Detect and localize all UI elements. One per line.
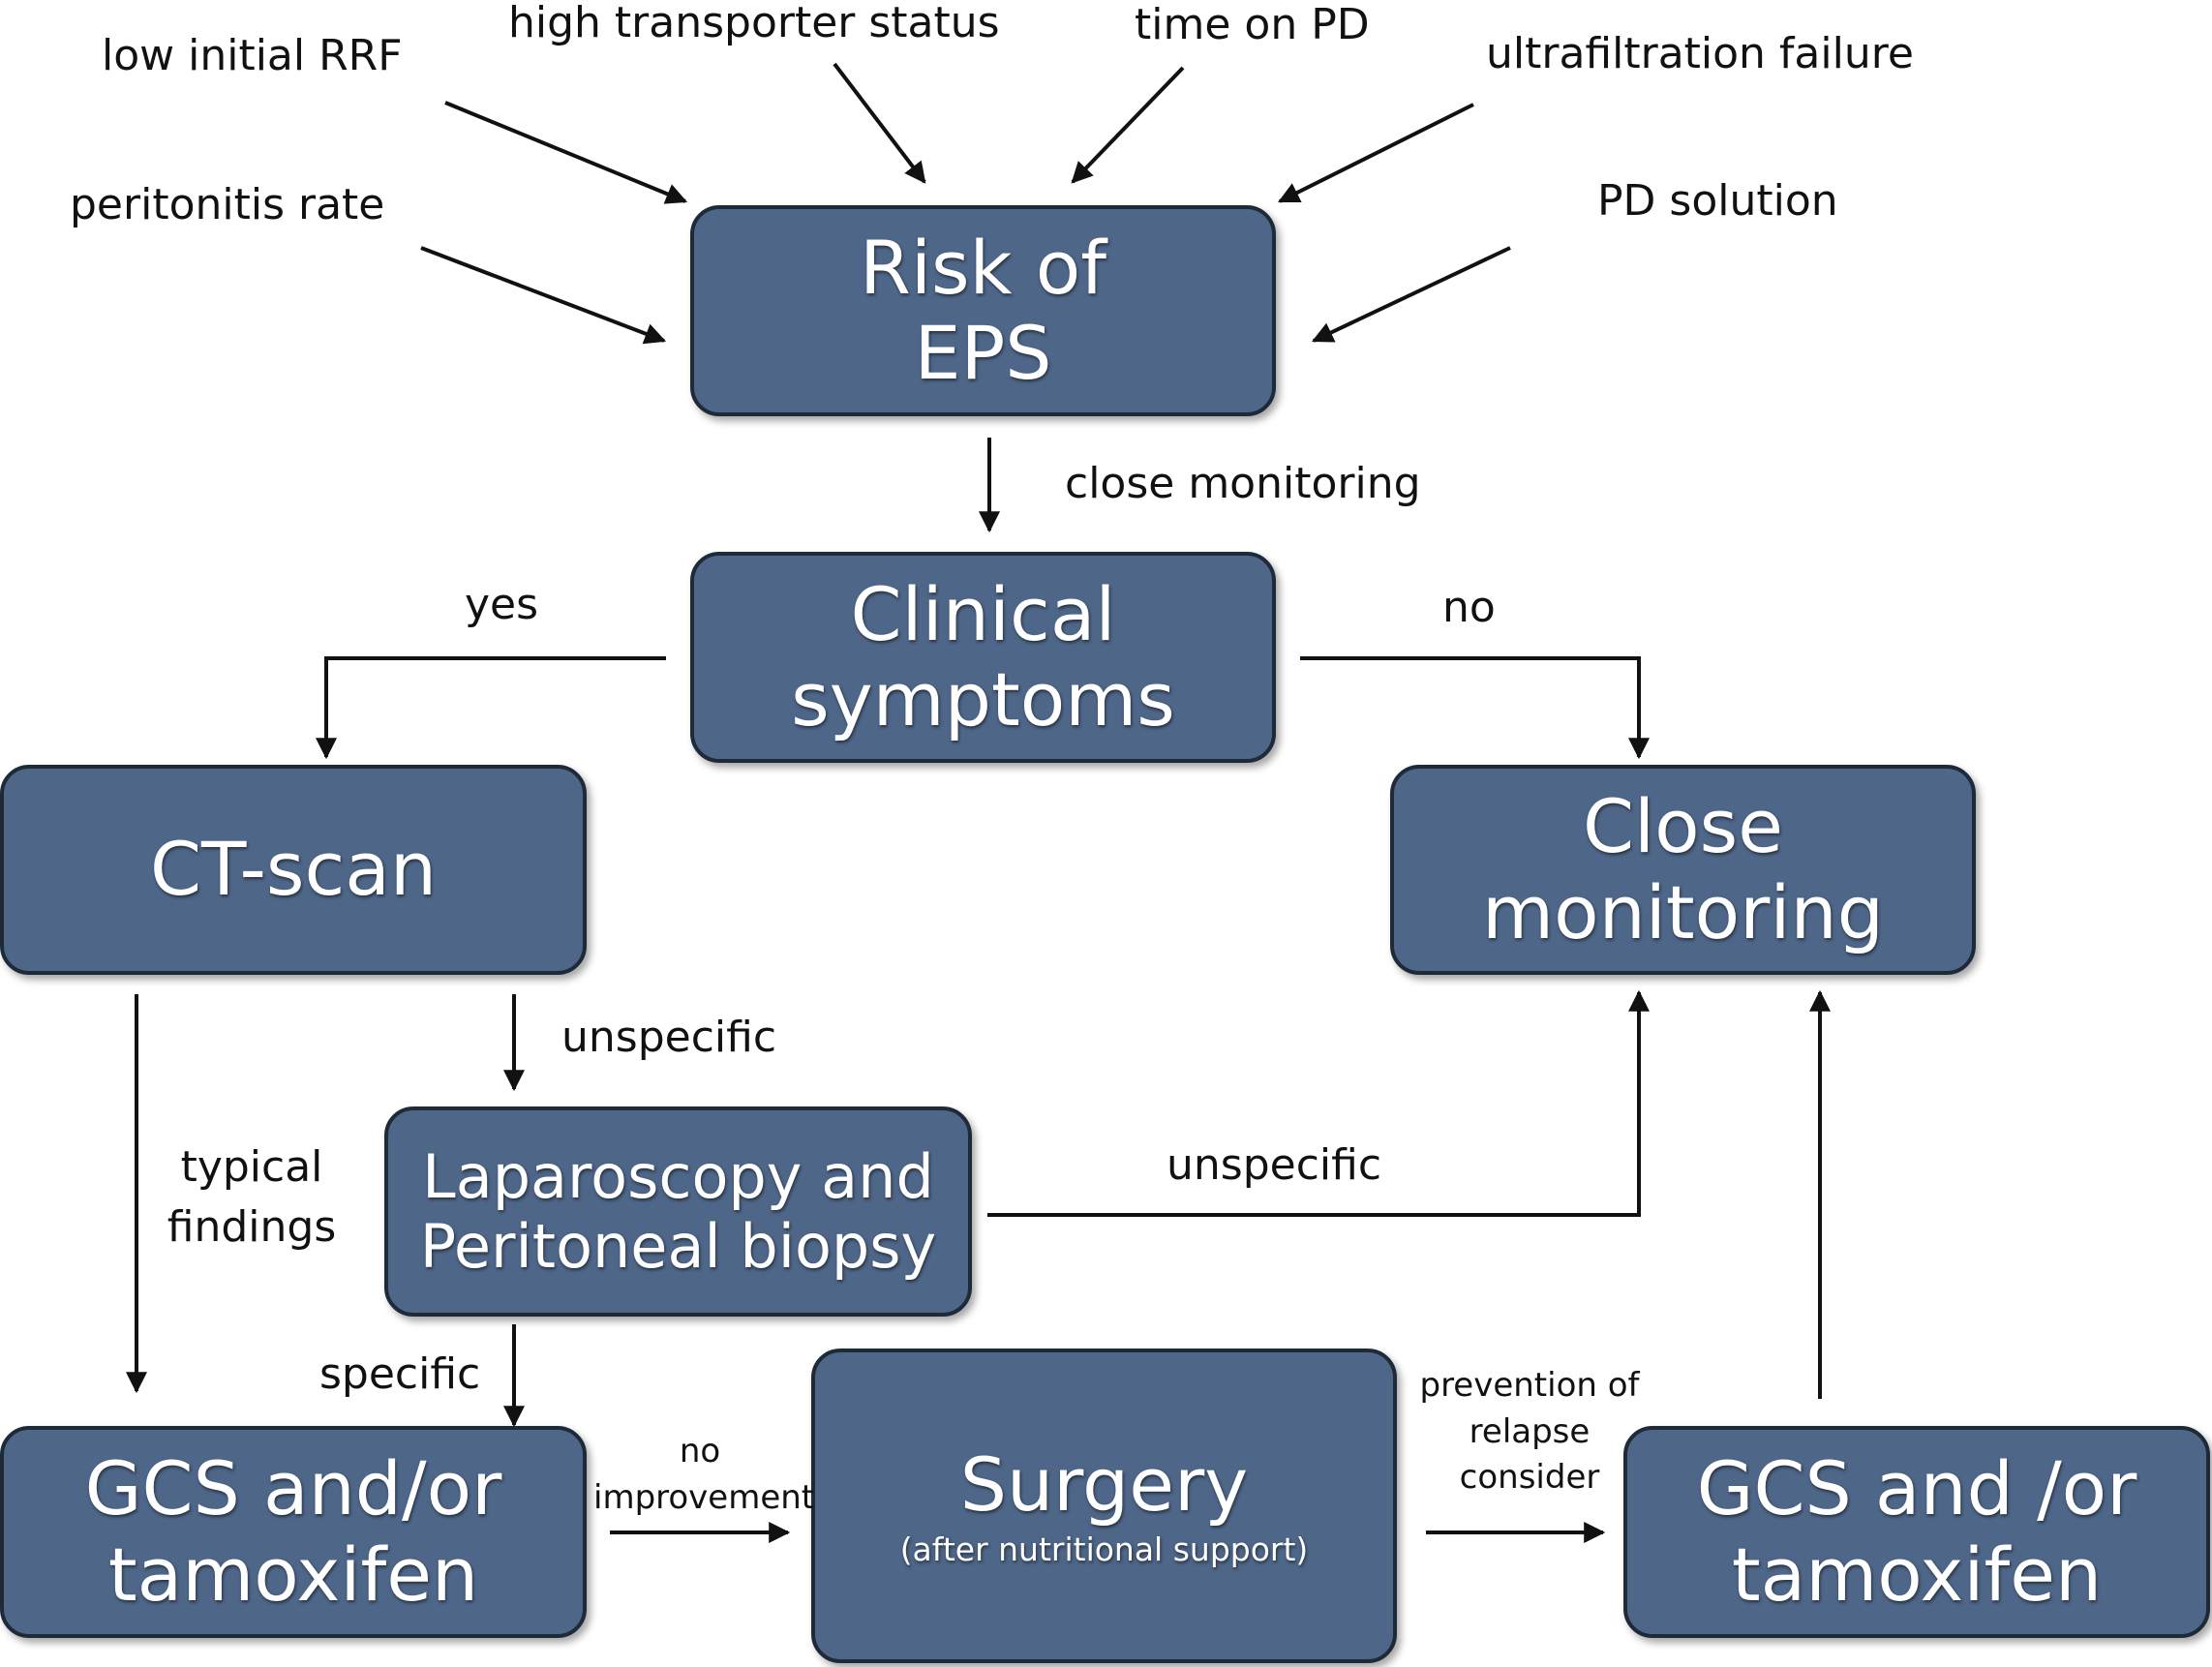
edge-label-unspecific-ct: unspecific	[561, 1013, 777, 1062]
node-gcs-tamoxifen-left: GCS and/or tamoxifen	[0, 1426, 587, 1638]
node-lap-line-2: Peritoneal biopsy	[419, 1210, 937, 1282]
factor-ultrafiltration-failure: ultrafiltration failure	[1486, 29, 1914, 78]
edge-label-typical-findings: typical findings	[155, 1137, 348, 1257]
arrow-clinical-to-ct	[316, 656, 666, 760]
node-ct-scan: CT-scan	[0, 765, 587, 975]
arrow-high-transporter	[833, 62, 926, 184]
node-risk-of-eps: Risk of EPS	[690, 205, 1276, 416]
arrow-uf-failure	[1278, 103, 1474, 203]
no-improvement-line-1: no	[679, 1432, 721, 1470]
node-gcs-left-line-2: tamoxifen	[107, 1531, 479, 1618]
prevention-line-2: relapse	[1469, 1411, 1591, 1451]
typical-line-1: typical	[180, 1142, 323, 1192]
edge-label-unspecific-lap: unspecific	[1167, 1140, 1382, 1190]
edge-label-specific: specific	[319, 1349, 481, 1399]
no-improvement-line-2: improvement	[593, 1477, 815, 1517]
factor-pd-solution: PD solution	[1597, 176, 1838, 226]
node-close-line-2: monitoring	[1482, 868, 1884, 955]
prevention-line-1: prevention of	[1419, 1366, 1640, 1405]
node-clinical-symptoms: Clinical symptoms	[690, 552, 1276, 763]
node-lap-line-1: Laparoscopy and	[422, 1140, 934, 1212]
arrow-low-rrf	[444, 101, 688, 204]
node-risk-line-1: Risk of	[860, 224, 1106, 311]
typical-line-2: findings	[167, 1201, 337, 1252]
node-surgery-title: Surgery	[959, 1441, 1249, 1529]
arrow-peritonitis	[420, 246, 667, 345]
edge-label-no-improvement: no improvement	[593, 1429, 815, 1521]
node-surgery-note: (after nutritional support)	[899, 1531, 1309, 1569]
node-gcs-right-line-1: GCS and /or	[1696, 1445, 2137, 1532]
arrow-lap-to-close	[987, 989, 1650, 1217]
node-ct-label: CT-scan	[149, 826, 438, 913]
arrow-time-on-pd	[1071, 66, 1185, 184]
node-gcs-left-line-1: GCS and/or	[84, 1445, 502, 1532]
prevention-line-3: consider	[1459, 1458, 1600, 1498]
node-laparoscopy-biopsy: Laparoscopy and Peritoneal biopsy	[384, 1106, 972, 1317]
factor-high-transporter-status: high transporter status	[508, 0, 1000, 47]
factor-time-on-pd: time on PD	[1135, 0, 1370, 49]
node-risk-line-2: EPS	[914, 310, 1052, 396]
node-clinical-line-1: Clinical	[850, 570, 1116, 657]
edge-label-no: no	[1442, 583, 1496, 632]
node-surgery: Surgery (after nutritional support)	[811, 1349, 1397, 1663]
node-close-line-1: Close	[1582, 783, 1784, 870]
node-clinical-line-2: symptoms	[791, 656, 1175, 743]
edge-label-close-monitoring: close monitoring	[1065, 459, 1421, 508]
arrow-clinical-to-close	[1300, 656, 1650, 760]
edge-label-yes: yes	[465, 580, 539, 629]
factor-low-initial-rrf: low initial RRF	[102, 31, 403, 80]
arrow-pd-solution	[1312, 246, 1511, 343]
node-gcs-tamoxifen-right: GCS and /or tamoxifen	[1623, 1426, 2210, 1638]
factor-peritonitis-rate: peritonitis rate	[70, 180, 385, 229]
edge-label-prevention: prevention of relapse consider	[1411, 1363, 1648, 1501]
node-gcs-right-line-2: tamoxifen	[1731, 1531, 2103, 1618]
node-close-monitoring: Close monitoring	[1390, 765, 1976, 975]
